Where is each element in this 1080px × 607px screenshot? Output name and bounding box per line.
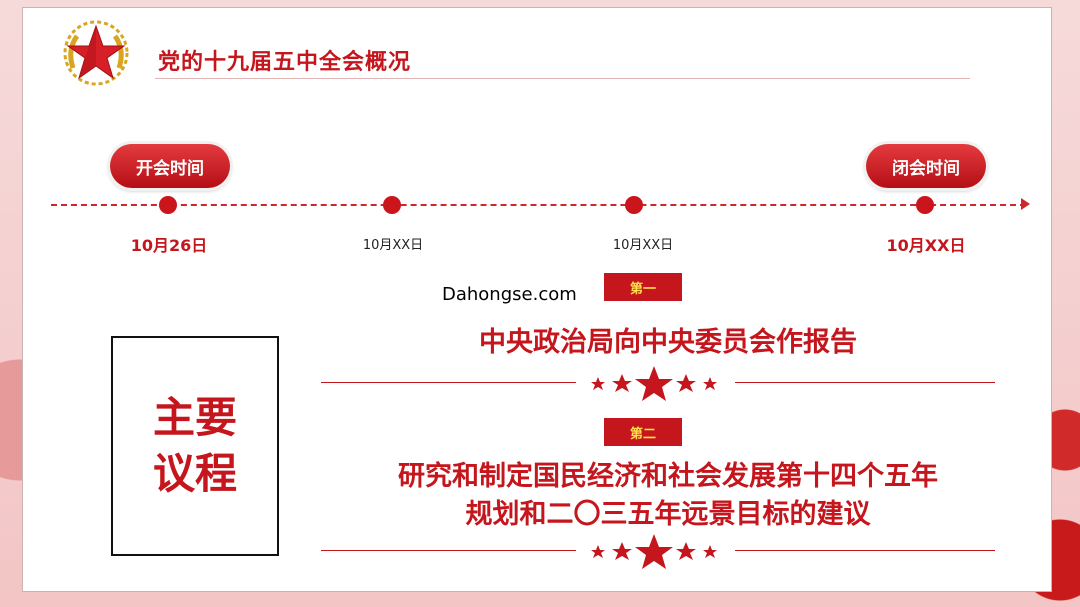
star-emblem-icon — [63, 20, 129, 86]
title-underline — [155, 78, 970, 79]
timeline-arrow-icon — [1021, 198, 1030, 210]
timeline-dot — [916, 196, 934, 214]
divider-line — [735, 382, 995, 383]
agenda-tag-first: 第一 — [604, 273, 682, 301]
agenda-heading: 主要议程 — [152, 393, 237, 498]
agenda-item-text: 研究和制定国民经济和社会发展第十四个五年 规划和二〇三五年远景目标的建议 — [333, 458, 1003, 534]
stars-ornament-icon — [591, 534, 717, 569]
date-label: 10月26日 — [130, 236, 208, 255]
date-label: 10月XX日 — [362, 238, 424, 253]
start-time-label: 开会时间 — [136, 158, 204, 179]
stars-ornament-icon — [591, 366, 717, 401]
agenda-tag-second: 第二 — [604, 418, 682, 446]
agenda-item-line: 研究和制定国民经济和社会发展第十四个五年 — [398, 461, 938, 492]
divider-line — [321, 382, 576, 383]
slide: 党的十九届五中全会概况 开会时间 闭会时间 10月26日 10月XX日 10月X… — [22, 7, 1052, 592]
timeline-dot — [625, 196, 643, 214]
end-time-button[interactable]: 闭会时间 — [866, 144, 986, 188]
watermark: Dahongse.com — [442, 284, 577, 305]
end-time-label: 闭会时间 — [892, 158, 960, 179]
divider-line — [321, 550, 576, 551]
timeline-dot — [383, 196, 401, 214]
agenda-item-text: 中央政治局向中央委员会作报告 — [353, 320, 983, 359]
agenda-heading-box: 主要议程 — [111, 336, 279, 556]
agenda-item-line: 中央政治局向中央委员会作报告 — [479, 327, 857, 358]
timeline-line — [51, 204, 1026, 208]
page-title: 党的十九届五中全会概况 — [158, 50, 412, 75]
timeline-dot — [159, 196, 177, 214]
divider-line — [735, 550, 995, 551]
date-label: 10月XX日 — [886, 236, 966, 255]
date-label: 10月XX日 — [612, 238, 674, 253]
start-time-button[interactable]: 开会时间 — [110, 144, 230, 188]
agenda-item-line: 规划和二〇三五年远景目标的建议 — [465, 499, 871, 530]
